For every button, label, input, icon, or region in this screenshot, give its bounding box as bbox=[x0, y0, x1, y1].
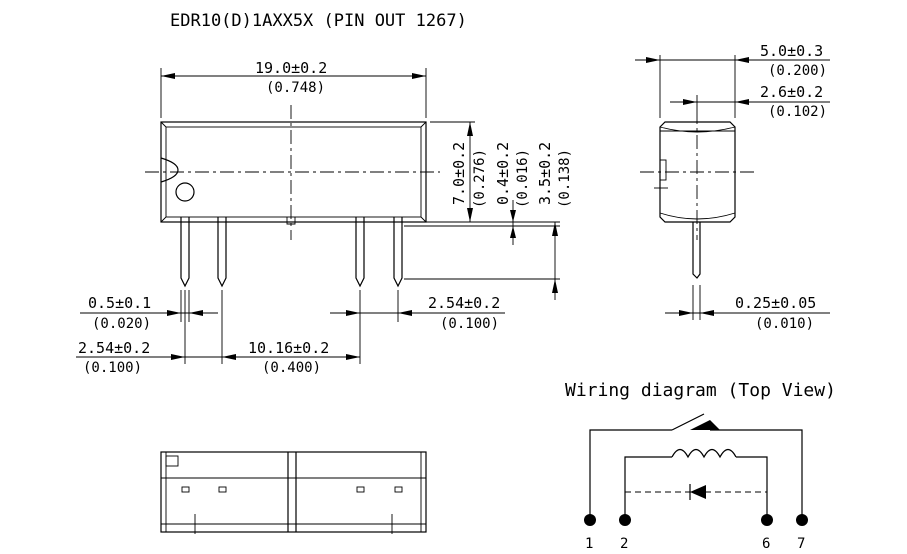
pitch-center-mm: 10.16±0.2 bbox=[248, 339, 329, 357]
height-mm: 7.0±0.2 bbox=[450, 142, 468, 205]
pitch-left-mm: 2.54±0.2 bbox=[78, 339, 150, 357]
pin1-marker bbox=[175, 182, 195, 202]
pinw-mm: 0.5±0.1 bbox=[88, 294, 151, 312]
terminal-7 bbox=[796, 514, 808, 526]
pint-in: (0.010) bbox=[755, 316, 814, 332]
length-mm: 19.0±0.2 bbox=[255, 59, 327, 77]
pint-mm: 0.25±0.05 bbox=[735, 294, 816, 312]
pitch-right-in: (0.100) bbox=[440, 316, 499, 332]
wiring-title: Wiring diagram (Top View) bbox=[565, 380, 836, 401]
pin-label-1: 1 bbox=[585, 536, 593, 552]
front-view: 19.0±0.2 (0.748) 7.0±0.2 (0.276) 0.4±0.2… bbox=[76, 59, 573, 376]
pin-label-2: 2 bbox=[620, 536, 628, 552]
standoff-mm: 0.4±0.2 bbox=[494, 142, 512, 205]
terminal-2 bbox=[619, 514, 631, 526]
drawing-title: EDR10(D)1AXX5X (PIN OUT 1267) bbox=[170, 11, 467, 31]
terminal-6 bbox=[761, 514, 773, 526]
pin-label-7: 7 bbox=[797, 536, 805, 552]
bottom-view bbox=[160, 451, 427, 534]
width-mm: 5.0±0.3 bbox=[760, 42, 823, 60]
pitch-left-in: (0.100) bbox=[83, 360, 142, 376]
pinw-in: (0.020) bbox=[92, 316, 151, 332]
pitch-center-in: (0.400) bbox=[262, 360, 321, 376]
pitch-right-mm: 2.54±0.2 bbox=[428, 294, 500, 312]
pinlen-mm: 3.5±0.2 bbox=[536, 142, 554, 205]
row-in: (0.102) bbox=[768, 104, 827, 120]
pinlen-in: (0.138) bbox=[557, 149, 573, 208]
wiring-diagram: Wiring diagram (Top View) 1 2 6 7 bbox=[565, 380, 836, 552]
front-pins bbox=[172, 217, 403, 288]
terminal-1 bbox=[584, 514, 596, 526]
side-view: 5.0±0.3 (0.200) 2.6±0.2 (0.102) 0.25±0.0… bbox=[635, 42, 830, 332]
width-in: (0.200) bbox=[768, 63, 827, 79]
length-in: (0.748) bbox=[266, 80, 325, 96]
pin-label-6: 6 bbox=[762, 536, 770, 552]
standoff-in: (0.016) bbox=[515, 149, 531, 208]
row-mm: 2.6±0.2 bbox=[760, 83, 823, 101]
height-in: (0.276) bbox=[472, 149, 488, 208]
